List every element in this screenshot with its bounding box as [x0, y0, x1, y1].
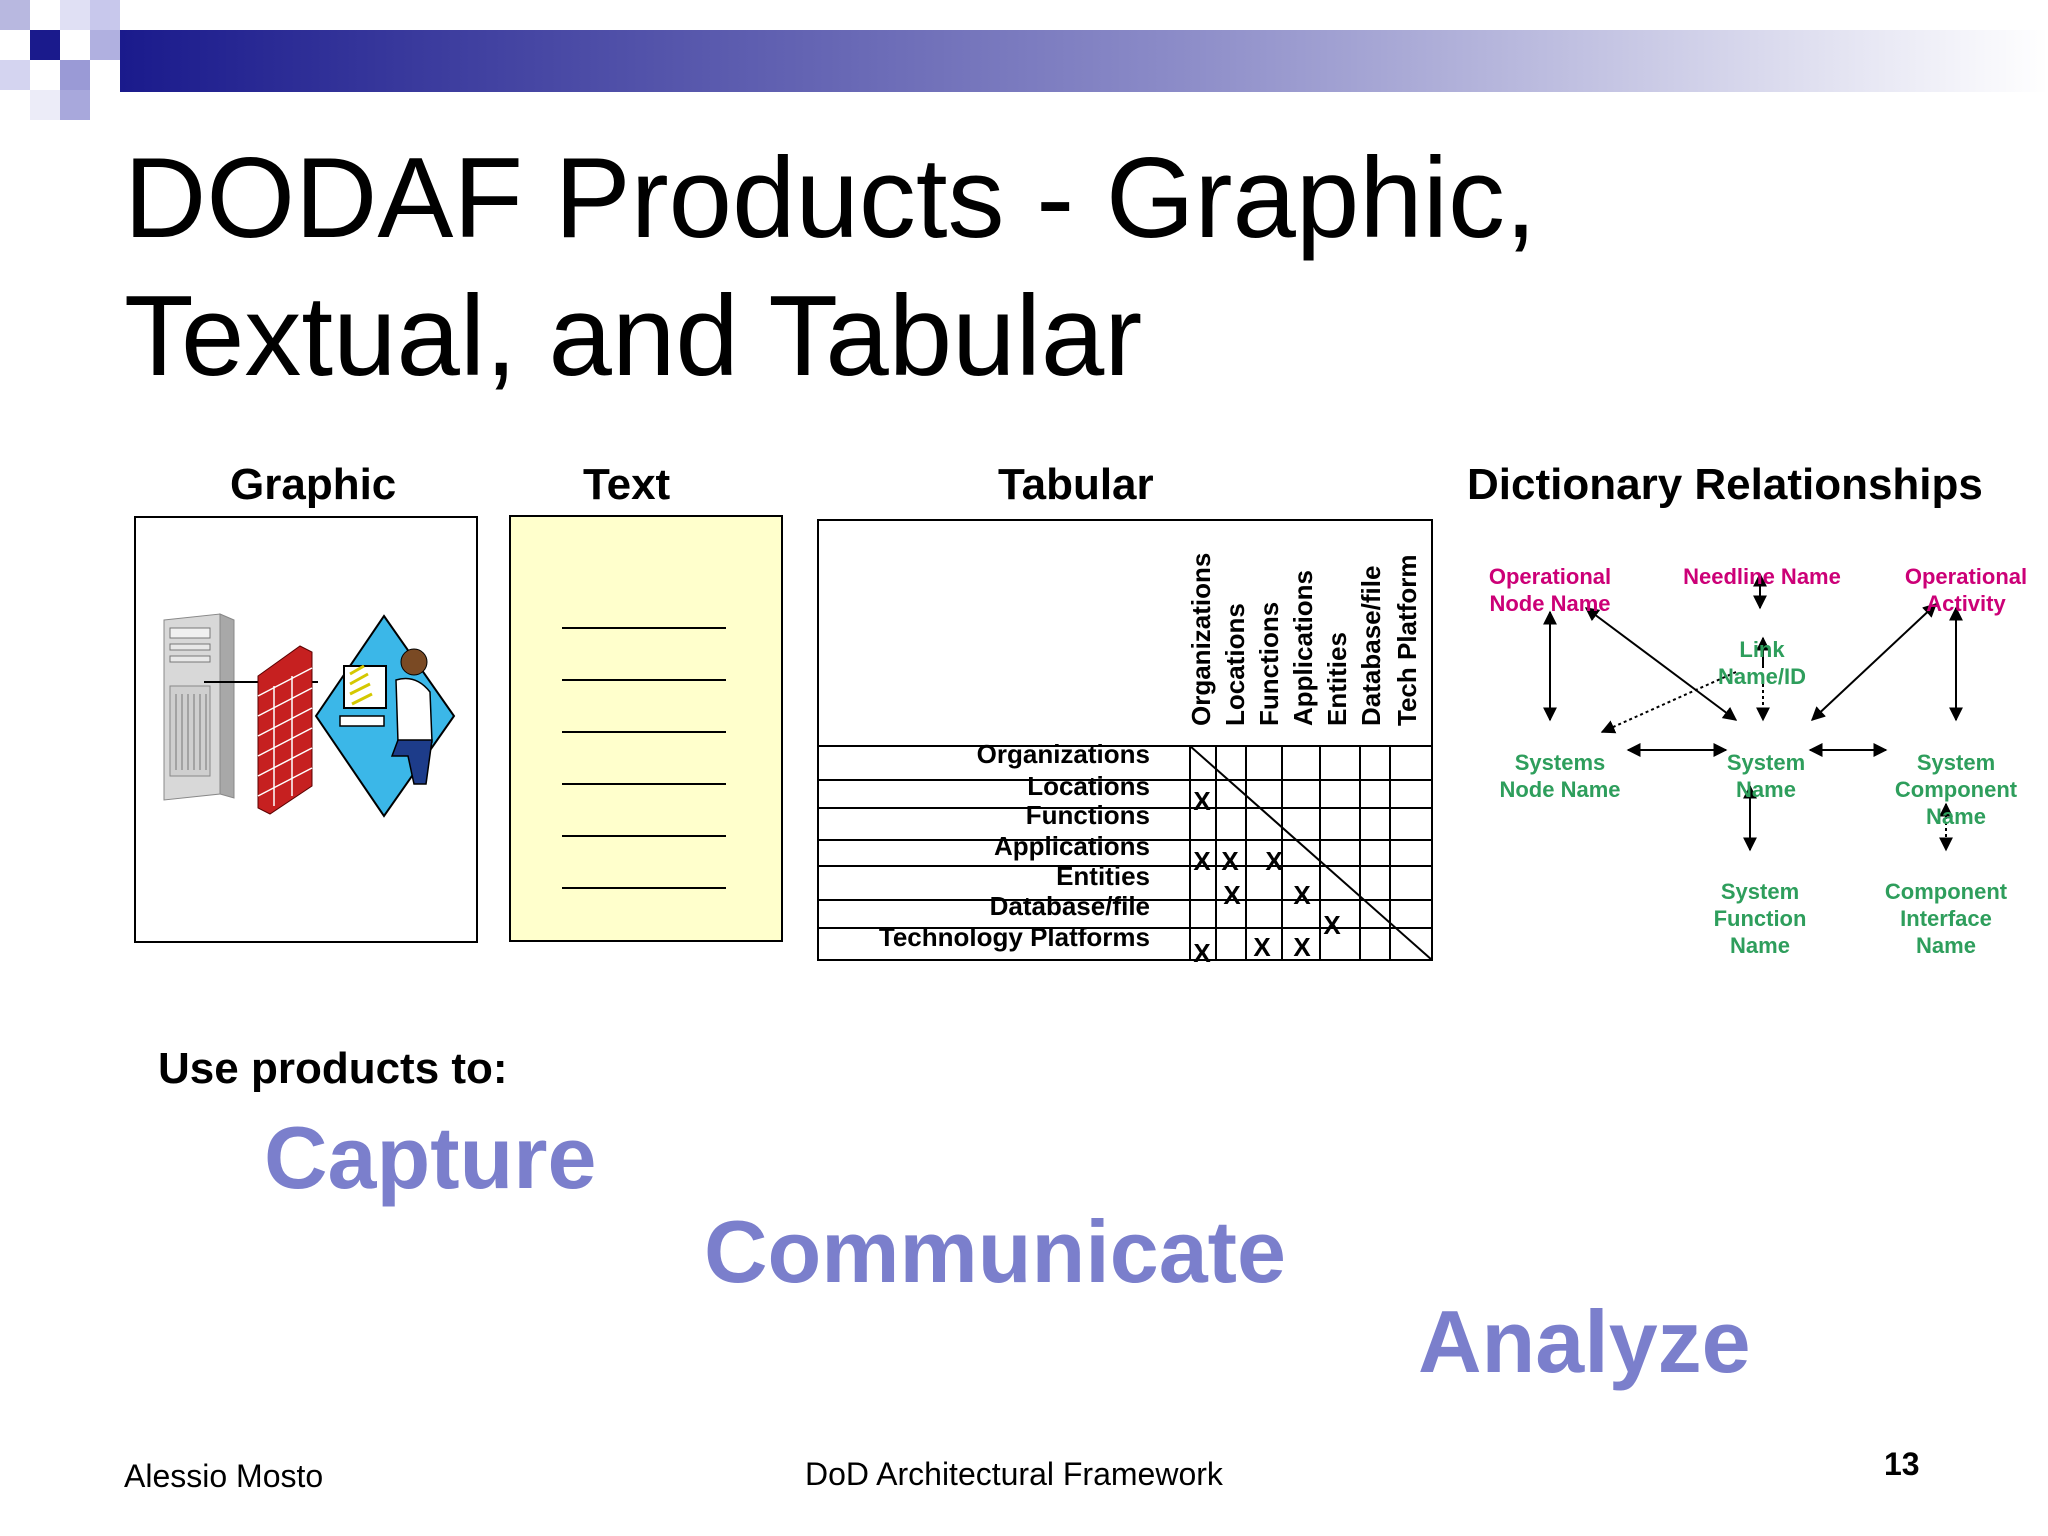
- system-function-name-line3: Name: [1730, 933, 1790, 958]
- graphic-heading: Graphic: [230, 460, 397, 509]
- matrix-mark: X: [1323, 910, 1341, 940]
- page-number: 13: [1884, 1446, 1920, 1482]
- column-header: Locations: [1220, 603, 1250, 726]
- tabular-heading: Tabular: [998, 460, 1154, 509]
- row-label: Entities: [1056, 861, 1150, 891]
- row-label: Database/file: [990, 891, 1150, 921]
- link-name-line2: Name/ID: [1718, 664, 1806, 689]
- matrix-mark: X: [1293, 880, 1311, 910]
- row-label: Organizations: [977, 739, 1150, 769]
- column-header: Applications: [1288, 570, 1318, 726]
- system-component-name-line3: Name: [1926, 804, 1986, 829]
- column-header: Functions: [1254, 602, 1284, 726]
- matrix-diagonal: [1189, 745, 1433, 961]
- matrix-mark: X: [1293, 932, 1311, 962]
- footer-author: Alessio Mosto: [124, 1458, 324, 1494]
- link-name-line1: Link: [1739, 637, 1785, 662]
- component-interface-name-line1: Component: [1885, 879, 2008, 904]
- graphic-panel: [134, 516, 478, 943]
- operational-activity-line2: Activity: [1926, 591, 2006, 616]
- needline-name-label: Needline Name: [1683, 564, 1841, 589]
- system-component-name-line1: System: [1917, 750, 1995, 775]
- verb-analyze: Analyze: [1418, 1292, 1751, 1391]
- operational-node-name-line1: Operational: [1489, 564, 1611, 589]
- slide-title-line-2: Textual, and Tabular: [124, 273, 1143, 400]
- column-header: Entities: [1322, 632, 1352, 726]
- firewall-brick-icon: [257, 645, 313, 815]
- row-label: Technology Platforms: [879, 922, 1150, 952]
- arrow-opnode-system: [1584, 607, 1738, 721]
- server-tower-icon: [163, 613, 235, 801]
- row-label: Applications: [994, 831, 1150, 861]
- use-products-label: Use products to:: [158, 1044, 508, 1093]
- text-panel: [509, 515, 783, 942]
- text-heading: Text: [583, 460, 671, 509]
- slide-title-line-1: DODAF Products - Graphic,: [124, 135, 1537, 262]
- systems-node-name-line1: Systems: [1515, 750, 1606, 775]
- system-component-name-line2: Component: [1895, 777, 2018, 802]
- dictionary-heading: Dictionary Relationships: [1467, 460, 1983, 509]
- row-label: Locations: [1027, 771, 1150, 801]
- systems-node-name-line2: Node Name: [1499, 777, 1620, 802]
- column-header: Database/file: [1356, 566, 1386, 726]
- system-name-line2: Name: [1736, 777, 1796, 802]
- system-name-line1: System: [1727, 750, 1805, 775]
- matrix-frame: [817, 519, 1433, 961]
- computer-user-icon: [314, 614, 456, 818]
- component-interface-name-line2: Interface: [1900, 906, 1992, 931]
- column-header: Tech Platform: [1392, 555, 1422, 726]
- operational-activity-line1: Operational: [1905, 564, 2027, 589]
- matrix-mark: X: [1265, 846, 1283, 876]
- component-interface-name-line3: Name: [1916, 933, 1976, 958]
- arrow-activity-system: [1810, 603, 1938, 721]
- matrix-mark: X: [1253, 932, 1271, 962]
- arrow-link-sysnode: [1600, 671, 1737, 734]
- matrix-mark: X: [1193, 786, 1211, 816]
- footer-title: DoD Architectural Framework: [805, 1456, 1223, 1492]
- system-function-name-line1: System: [1721, 879, 1799, 904]
- verb-capture: Capture: [264, 1108, 597, 1207]
- verb-communicate: Communicate: [704, 1202, 1286, 1301]
- operational-node-name-line2: Node Name: [1489, 591, 1610, 616]
- column-header: Organizations: [1186, 553, 1216, 726]
- dictionary-diagram: Operational Node Name Needline Name Oper…: [1489, 564, 2027, 958]
- matrix-mark: X: [1193, 938, 1211, 964]
- matrix-mark: X: [1193, 846, 1211, 876]
- matrix-mark: X: [1223, 880, 1241, 910]
- system-function-name-line2: Function: [1714, 906, 1807, 931]
- row-label: Functions: [1026, 800, 1150, 830]
- matrix-mark: X: [1221, 846, 1239, 876]
- header-banner: [0, 0, 2048, 120]
